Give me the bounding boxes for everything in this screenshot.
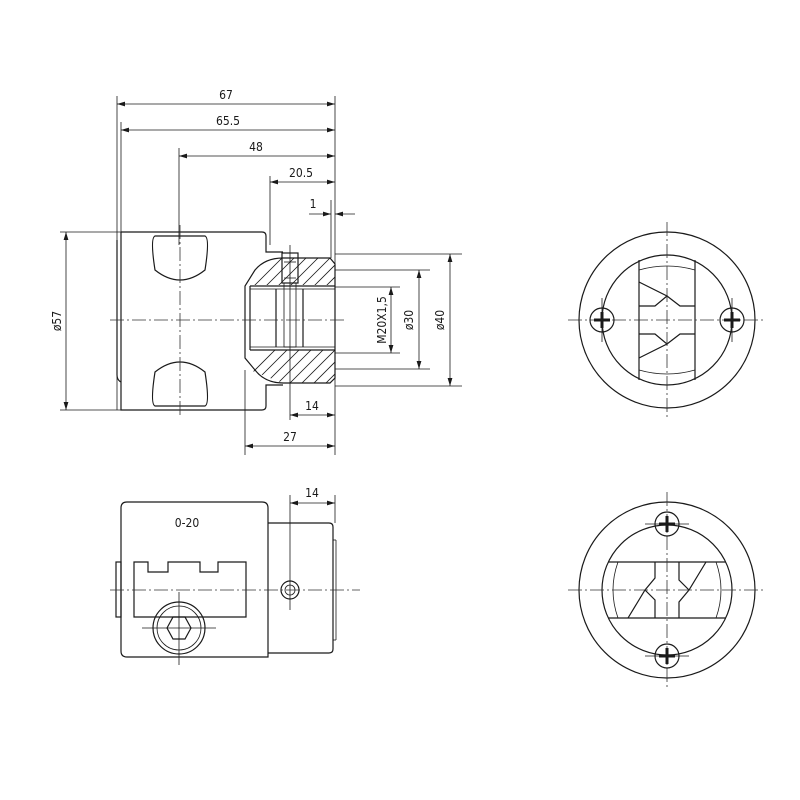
section-hatch-bottom xyxy=(250,350,335,383)
screw-bottom-icon xyxy=(645,643,689,669)
dim-boss-depth: 27 xyxy=(283,430,297,444)
screw-left-icon xyxy=(589,298,615,342)
dim-thread: M20X1,5 xyxy=(375,296,389,344)
dim-body-length: 65.5 xyxy=(216,114,240,128)
end-view-top xyxy=(568,222,766,418)
dim-screw-to-face: 14 xyxy=(305,399,319,413)
dim-ball-to-face: 48 xyxy=(249,140,263,154)
screw-right-icon xyxy=(719,298,745,342)
front-section-view: 67 65.5 48 20.5 1 ø57 xyxy=(50,88,462,455)
dim-face-step: 1 xyxy=(310,197,317,211)
side-view: 0-20 14 xyxy=(110,486,360,665)
dim-side-screw-to-face: 14 xyxy=(305,486,319,500)
screw-top-icon xyxy=(645,511,689,537)
dim-body-diameter: ø57 xyxy=(50,311,64,331)
dim-bore-diameter: ø30 xyxy=(402,310,416,330)
end-view-bottom xyxy=(568,492,766,688)
dim-overall-length: 67 xyxy=(219,88,233,102)
range-label: 0-20 xyxy=(175,516,200,530)
dim-boss-length: 20.5 xyxy=(289,166,313,180)
dim-boss-diameter: ø40 xyxy=(433,310,447,330)
